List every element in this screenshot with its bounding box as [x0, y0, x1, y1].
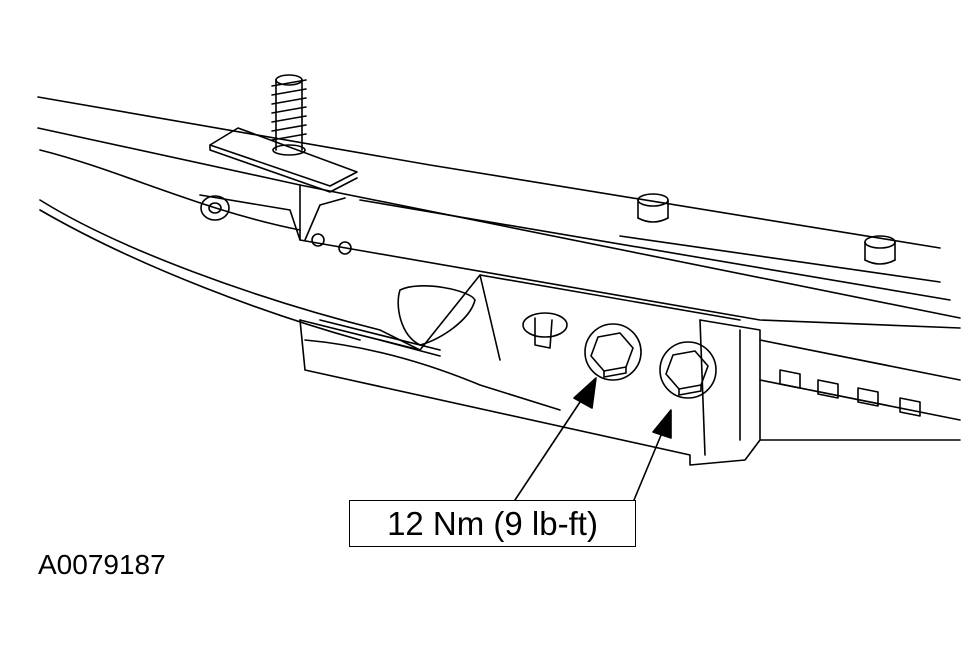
figure-id-label: A0079187 — [38, 549, 166, 580]
lower-rail — [759, 339, 961, 441]
hinge-roller — [199, 194, 352, 255]
hex-bolt-icon — [584, 323, 642, 381]
upper-rail — [37, 96, 961, 329]
rail-post-2 — [864, 235, 896, 265]
slot-clip — [522, 312, 568, 349]
mounting-plate — [209, 127, 358, 193]
hex-bolt-icon — [659, 341, 717, 399]
arrow-icon — [514, 377, 597, 501]
rail-post-1 — [637, 193, 669, 223]
seat-frame-edge — [39, 149, 421, 351]
torque-callout: 12 Nm (9 lb-ft) — [349, 500, 636, 547]
bracket-housing — [299, 274, 761, 466]
threaded-stud-icon — [271, 74, 307, 156]
arrow-icon — [633, 409, 672, 501]
